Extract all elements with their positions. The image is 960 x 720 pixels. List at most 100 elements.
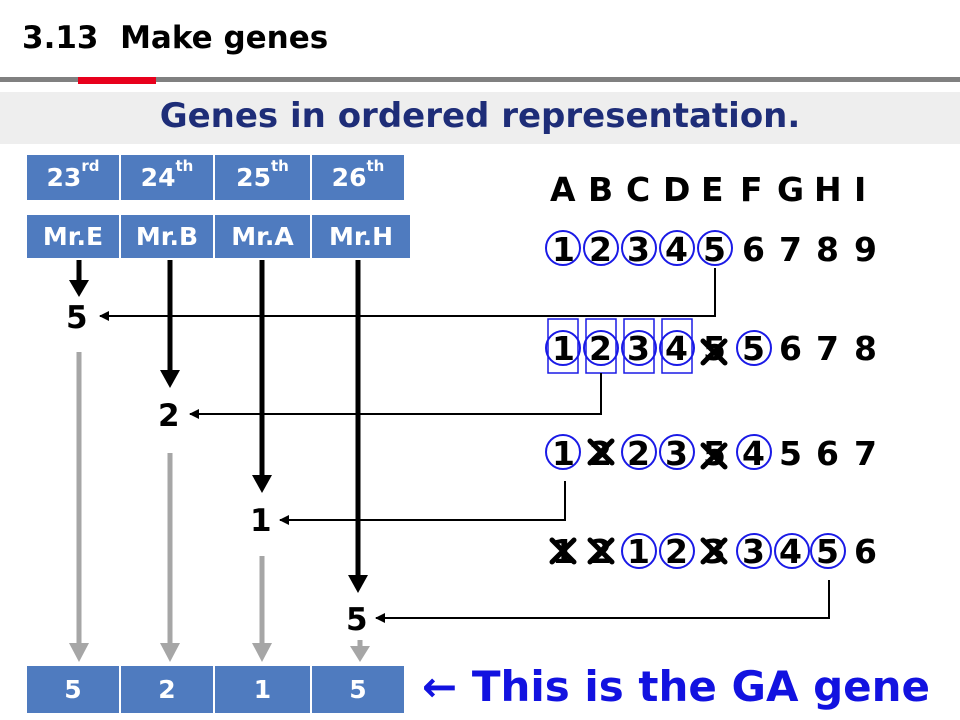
down-arrow-head <box>348 575 368 593</box>
grey-arrow-head <box>69 643 89 662</box>
selected-circle <box>545 330 581 366</box>
row3-value: 1 <box>552 434 575 473</box>
title-divider-accent <box>78 77 156 84</box>
row2-value: 8 <box>854 329 877 368</box>
ga-gene-caption: ← This is the GA gene <box>422 662 931 711</box>
selected-circle <box>621 533 657 569</box>
cross-mark <box>700 442 728 470</box>
connector-arrow <box>279 481 566 525</box>
row1-value: 2 <box>589 230 612 269</box>
column-letter: A <box>550 170 576 209</box>
grey-arrow-head <box>350 646 370 662</box>
name-cell-mr-h: Mr.H <box>312 215 410 258</box>
selected-circle <box>545 434 581 470</box>
cross-mark <box>700 537 728 565</box>
slide-subtitle: Genes in ordered representation. <box>159 96 801 136</box>
row1-value: 7 <box>779 230 802 269</box>
picked-value-mr-b: 2 <box>158 398 180 434</box>
column-letter: H <box>814 170 842 209</box>
row3-value: 3 <box>665 434 688 473</box>
selected-circle <box>659 533 695 569</box>
grey-arrow-head <box>252 643 272 662</box>
gene-cell: 5 <box>312 666 404 713</box>
cross-mark <box>700 338 728 366</box>
row2-value: 5 <box>742 329 765 368</box>
picked-value-mr-a: 1 <box>250 503 272 539</box>
column-letter: C <box>626 170 651 209</box>
subtitle-bar <box>0 92 960 144</box>
selected-circle <box>621 330 657 366</box>
column-letter: F <box>740 170 763 209</box>
row4-value: 1 <box>627 532 650 571</box>
title-divider <box>0 77 960 82</box>
row4-value: 3 <box>742 532 765 571</box>
row4-value: 6 <box>854 532 877 571</box>
highlight-box <box>547 318 579 374</box>
selected-circle <box>659 330 695 366</box>
gene-cell: 5 <box>27 666 119 713</box>
down-arrow-head <box>252 475 272 493</box>
column-letter: E <box>701 170 724 209</box>
row4-value: 4 <box>779 532 802 571</box>
down-arrow-head <box>69 280 89 297</box>
column-letter: B <box>588 170 614 209</box>
row2-value: 2 <box>589 329 612 368</box>
connector-arrow <box>189 373 602 419</box>
slide-title: 3.13 Make genes <box>22 20 329 56</box>
down-arrow-head <box>160 370 180 388</box>
cross-mark <box>587 438 615 466</box>
selected-circle <box>545 230 581 266</box>
row1-value: 4 <box>665 230 688 269</box>
highlight-box <box>623 318 655 374</box>
grey-arrow-head <box>160 643 180 662</box>
row1-value: 9 <box>854 230 877 269</box>
row4-value: 2 <box>665 532 688 571</box>
row2-value: 6 <box>779 329 802 368</box>
selected-circle <box>736 330 772 366</box>
row1-value: 8 <box>816 230 839 269</box>
selected-circle <box>621 230 657 266</box>
name-cell-mr-b: Mr.B <box>121 215 213 258</box>
row3-value: 5 <box>779 434 802 473</box>
selected-circle <box>736 533 772 569</box>
selected-circle <box>810 533 846 569</box>
picked-value-mr-e: 5 <box>66 300 88 336</box>
row2-value: 1 <box>552 329 575 368</box>
row4-value: 5 <box>816 532 839 571</box>
selected-circle <box>583 230 619 266</box>
selected-circle <box>621 434 657 470</box>
gene-cell: 1 <box>215 666 310 713</box>
gene-cell: 2 <box>121 666 213 713</box>
highlight-box <box>661 318 693 374</box>
cross-mark <box>549 537 577 565</box>
row3-value: 6 <box>816 434 839 473</box>
row1-value: 6 <box>742 230 765 269</box>
name-cell-mr-a: Mr.A <box>215 215 310 258</box>
selected-circle <box>659 434 695 470</box>
selected-circle <box>659 230 695 266</box>
selected-circle <box>583 330 619 366</box>
row1-value: 5 <box>703 230 726 269</box>
row1-value: 1 <box>552 230 575 269</box>
column-letter: I <box>854 170 867 209</box>
name-cell-mr-e: Mr.E <box>27 215 119 258</box>
selected-circle <box>774 533 810 569</box>
row2-value: 3 <box>627 329 650 368</box>
picked-value-mr-h: 5 <box>346 602 368 638</box>
row3-value: 2 <box>627 434 650 473</box>
row3-value: 4 <box>742 434 765 473</box>
connector-arrow <box>99 268 716 321</box>
cross-mark <box>587 537 615 565</box>
row2-value: 4 <box>665 329 688 368</box>
selected-circle <box>736 434 772 470</box>
row1-value: 3 <box>627 230 650 269</box>
column-letter: D <box>663 170 691 209</box>
connector-arrow <box>375 580 830 623</box>
selected-circle <box>697 230 733 266</box>
row2-value: 7 <box>816 329 839 368</box>
